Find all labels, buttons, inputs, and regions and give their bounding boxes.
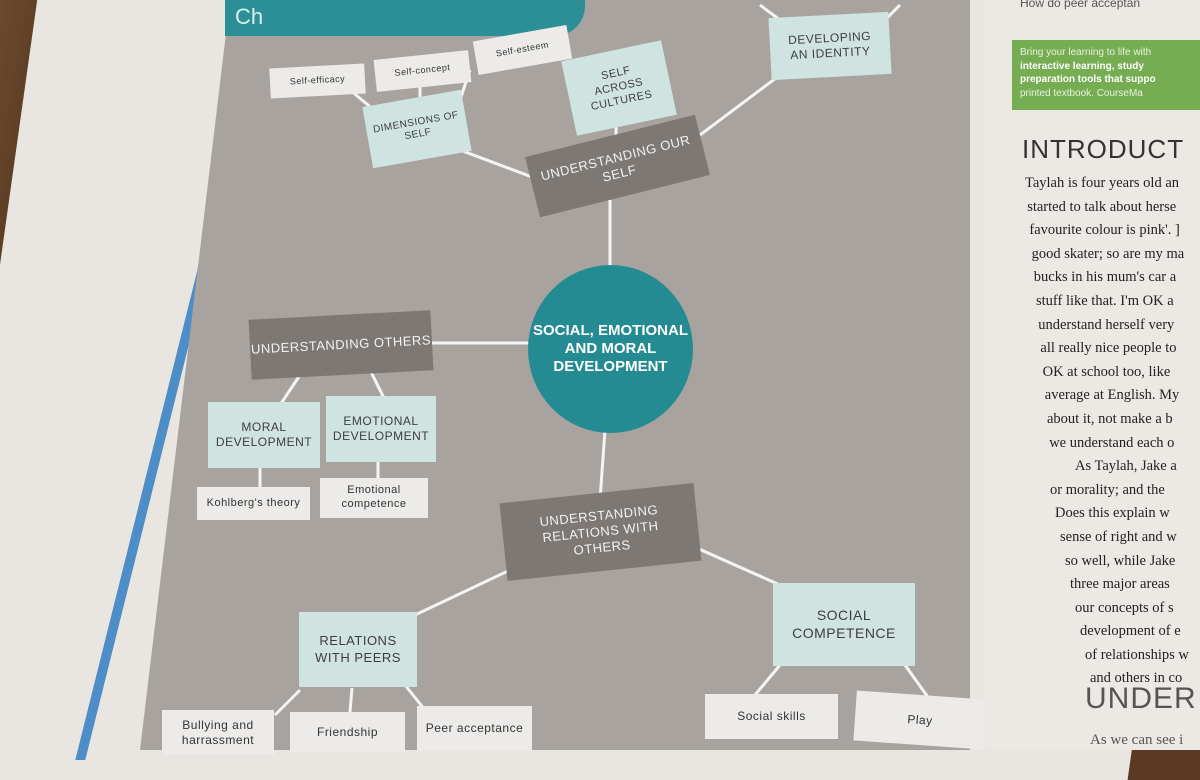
body-text-last-line: As we can see i [1090, 732, 1184, 748]
leaf-emotional-competence: Emotional competence [320, 478, 428, 518]
body-line: average at English. My [1044, 387, 1180, 404]
green-box-line: interactive learning, study [1020, 60, 1144, 72]
body-line: three major areas [1070, 576, 1170, 593]
node-emotional-development: Emotional development [326, 396, 436, 462]
coursemate-box: Bring your learning to life with interac… [1012, 40, 1200, 110]
body-line: or morality; and the [1050, 481, 1165, 498]
body-line: our concepts of s [1075, 599, 1174, 616]
body-line: Does this explain w [1055, 505, 1170, 522]
body-line: so well, while Jake [1065, 552, 1176, 569]
leaf-friendship: Friendship [290, 712, 405, 752]
green-box-line: preparation tools that suppo [1020, 74, 1156, 85]
body-line: sense of right and w [1060, 528, 1177, 545]
body-line: understand herself very [1038, 316, 1175, 333]
body-line: all really nice people to [1040, 340, 1177, 357]
leaf-play: Play [853, 690, 987, 750]
body-line: favourite colour is pink'. ] [1029, 222, 1180, 239]
body-line: and others in co [1090, 670, 1183, 687]
section-heading: INTRODUCT [1022, 134, 1185, 164]
leaf-peer-acceptance: Peer acceptance [417, 706, 532, 750]
leaf-self-efficacy: Self-efficacy [269, 63, 366, 99]
node-relations-with-peers: Relations with peers [299, 612, 417, 687]
section-heading-2: UNDER [1085, 682, 1197, 715]
leaf-bullying: Bullying and harrassment [162, 710, 274, 755]
body-line: OK at school too, like [1042, 363, 1171, 380]
body-line: started to talk about herse [1027, 198, 1177, 215]
green-box-line: Bring your learning to life with [1020, 47, 1152, 58]
leaf-social-skills: Social skills [705, 694, 838, 739]
body-line: stuff like that. I'm OK a [1036, 292, 1174, 309]
top-bullet-text: How do peer acceptan [1020, 0, 1141, 10]
body-line: we understand each o [1049, 434, 1175, 451]
green-box-line: printed textbook. CourseMa [1020, 87, 1143, 99]
leaf-kohlbergs-theory: Kohlberg's theory [197, 487, 310, 520]
node-developing-identity: Developing an identity [768, 11, 892, 81]
node-social-competence: Social competence [773, 583, 915, 666]
central-topic: Social, emotional and moral development [528, 265, 693, 433]
body-line: good skater; so are my ma [1031, 245, 1185, 262]
body-line: of relationships w [1085, 646, 1189, 663]
body-line: Taylah is four years old an [1025, 175, 1180, 191]
node-moral-development: Moral development [208, 402, 320, 468]
body-line: about it, not make a b [1047, 410, 1173, 427]
body-line: bucks in his mum's car a [1033, 269, 1177, 286]
right-page [985, 0, 1200, 750]
diagram-connectors [258, 3, 932, 717]
body-line: development of e [1080, 623, 1181, 640]
node-understanding-others: Understanding others [248, 310, 434, 380]
chapter-tab: Ch [225, 0, 585, 36]
body-line: As Taylah, Jake a [1075, 458, 1177, 475]
body-text: Taylah is four years old an started to ta… [1025, 172, 1189, 691]
